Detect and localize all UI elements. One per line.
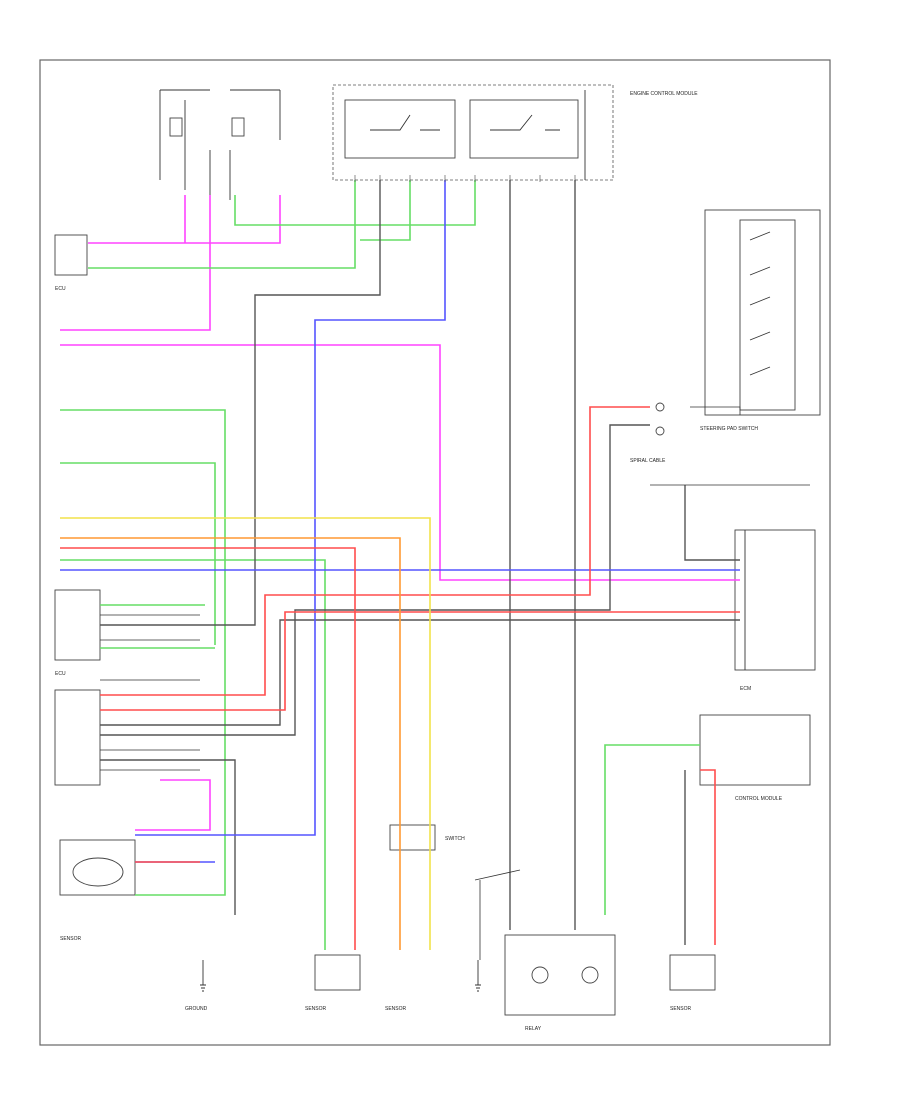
ecm-top-right: ENGINE CONTROL MODULE — [332, 84, 698, 181]
bottom-sensor-1-label: SENSOR — [305, 1006, 327, 1012]
lower-left-sensor-label: SENSOR — [60, 936, 82, 942]
ground-label: GROUND — [185, 1006, 208, 1012]
bottom-center-switch-label: SWITCH — [445, 836, 465, 842]
wire-green — [60, 180, 700, 950]
bottom-relay: RELAY — [504, 934, 616, 1032]
left-upper-module-label: ECU — [55, 286, 66, 292]
bottom-right-sensor: SENSOR — [669, 954, 716, 1012]
steering-switch-label: STEERING PAD SWITCH — [700, 426, 758, 432]
ecm-label: ENGINE CONTROL MODULE — [630, 91, 698, 97]
right-lower-module-label: CONTROL MODULE — [735, 796, 783, 802]
wire-orange — [60, 537, 401, 950]
center-module-left: ECU — [54, 589, 101, 786]
diagram-frame — [39, 59, 831, 1046]
top-left-fuse-group — [159, 89, 281, 200]
left-upper-module: ECU — [54, 234, 88, 292]
right-lower-module: CONTROL MODULE — [699, 714, 811, 802]
bottom-sensor-1: SENSOR — [305, 954, 361, 1012]
bottom-sensor-2-label: SENSOR — [385, 1006, 407, 1012]
bottom-relay-label: RELAY — [525, 1026, 542, 1032]
bottom-center-switch: SWITCH — [389, 824, 465, 851]
right-mid-connector: ECM — [734, 529, 816, 692]
center-module-label: ECU — [55, 671, 66, 677]
bottom-sensor-2: SENSOR — [385, 1006, 407, 1012]
wire-yellow — [60, 517, 431, 950]
right-mid-connector-label: ECM — [740, 686, 751, 692]
spiral-cable: SPIRAL CABLE — [630, 402, 666, 464]
lower-left-sensor: SENSOR — [59, 839, 136, 942]
wire-red — [60, 406, 740, 950]
steering-switch-block: STEERING PAD SWITCH — [700, 209, 821, 432]
wire-black-thin — [100, 406, 810, 960]
spiral-cable-label: SPIRAL CABLE — [630, 458, 666, 464]
wire-dark — [100, 180, 740, 945]
pin-ticks — [354, 175, 576, 182]
bottom-right-sensor-label: SENSOR — [670, 1006, 692, 1012]
ground-symbols: GROUND — [185, 960, 481, 1012]
